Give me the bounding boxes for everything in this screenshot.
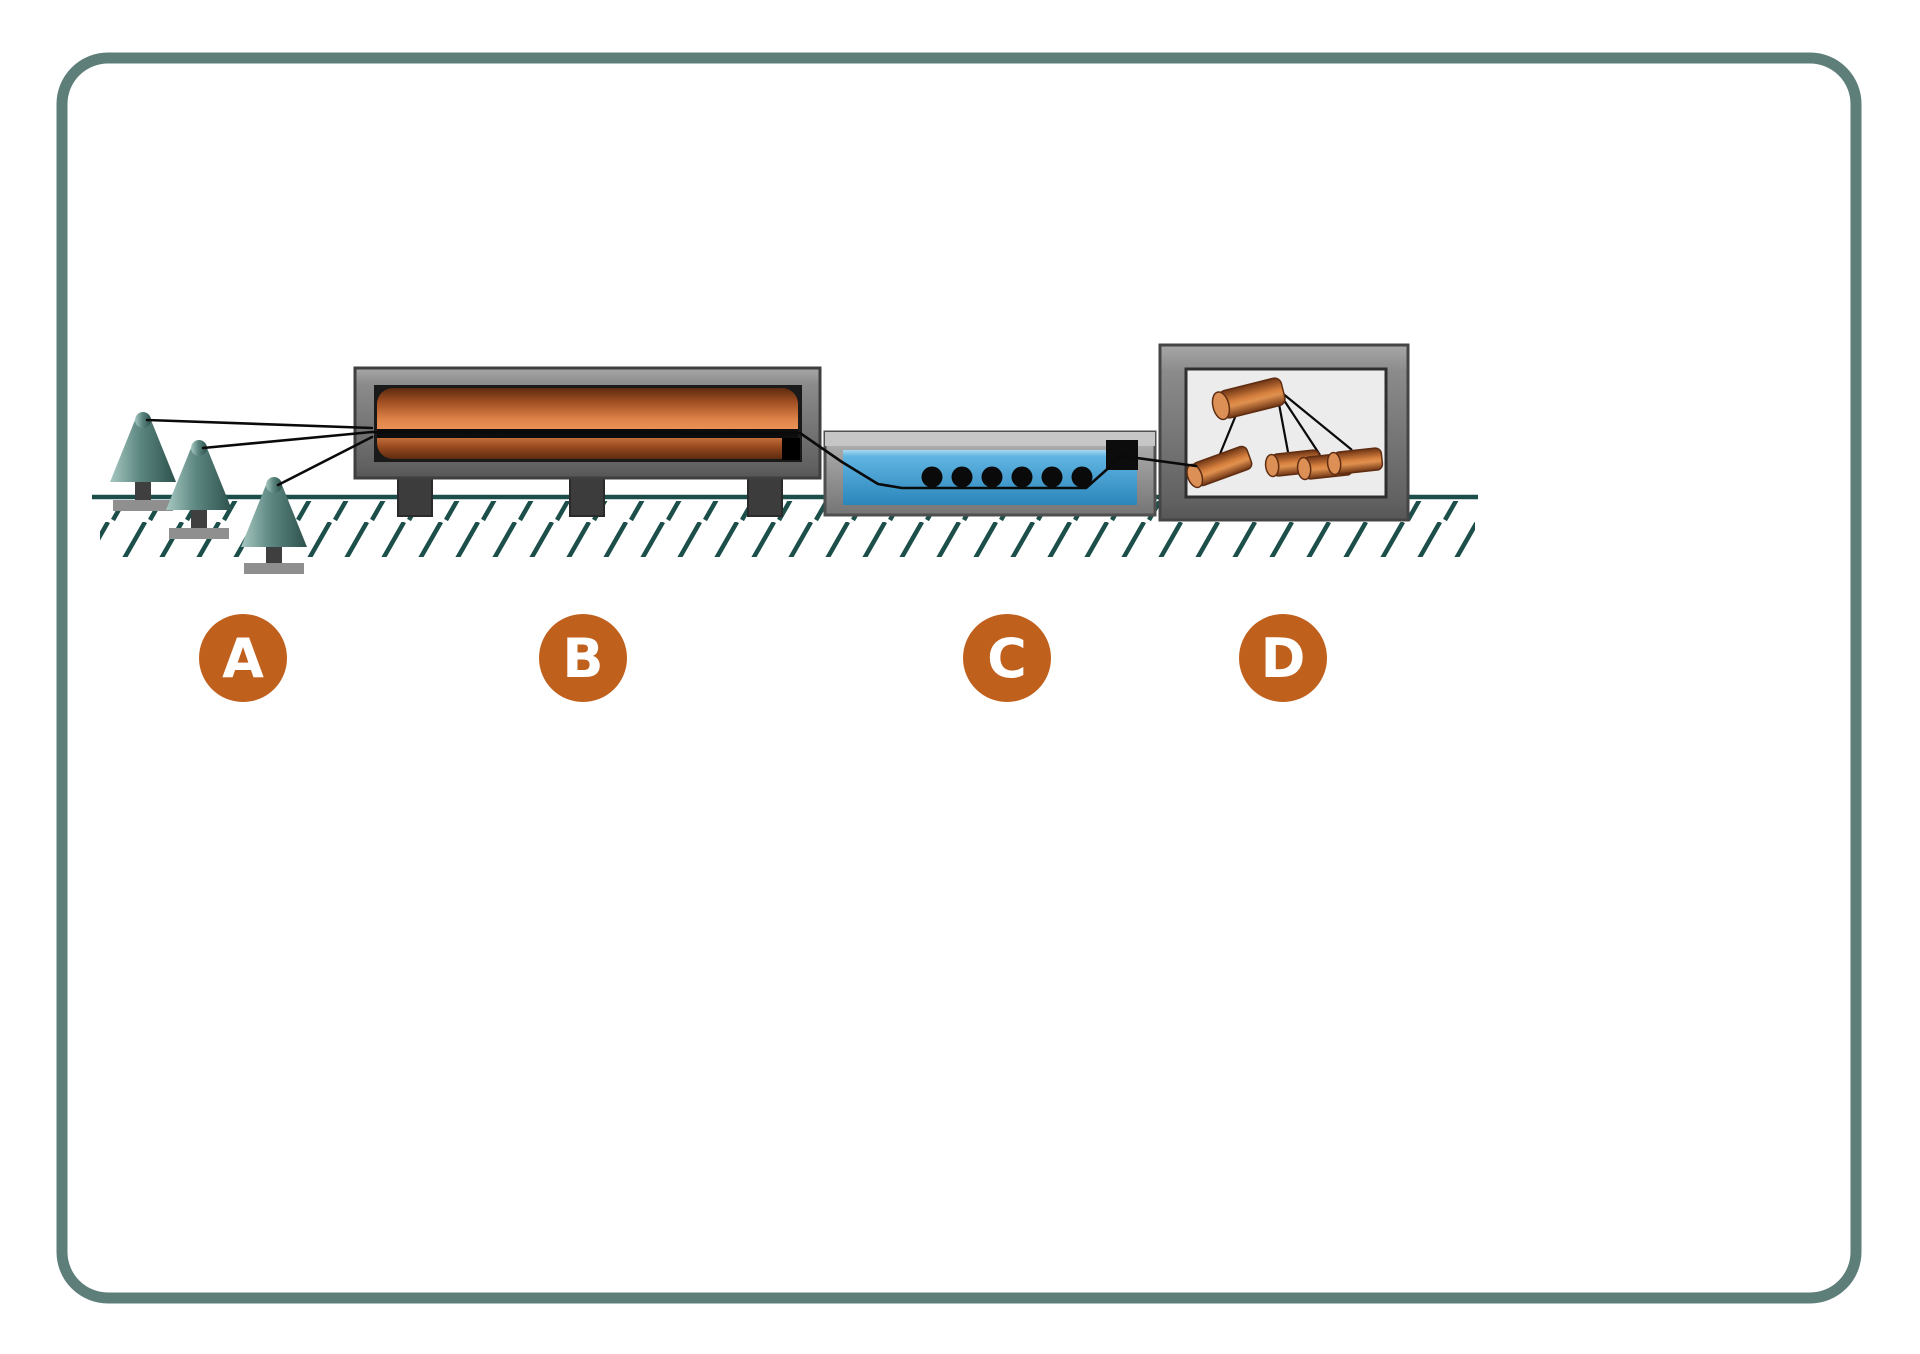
roller	[1041, 466, 1063, 488]
wire-through-furnace	[370, 430, 802, 435]
bath-rollers	[921, 466, 1093, 488]
cone-post	[266, 547, 282, 565]
furnace-heater-cylinder	[377, 388, 798, 459]
cone-base-plate	[113, 500, 173, 511]
payoff-cone	[166, 440, 232, 539]
string	[1275, 387, 1353, 451]
cone-body	[110, 420, 176, 482]
cone-tip	[135, 412, 151, 428]
payoff-cone	[241, 477, 307, 574]
wire-lines	[145, 418, 1198, 490]
wire-from-cone-3	[276, 435, 374, 487]
label-circle-d	[1239, 614, 1327, 702]
roller	[981, 466, 1003, 488]
figure-frame	[56, 52, 1862, 1304]
stage-label-a: A	[199, 614, 287, 702]
furnace-leg	[569, 477, 605, 517]
cone-tip	[191, 440, 207, 456]
label-circle-c	[963, 614, 1051, 702]
wire-from-cone-1	[145, 418, 374, 430]
cylinder-cap	[1264, 453, 1280, 478]
stage-d-collection-cabinet	[1158, 343, 1410, 522]
roller	[1011, 466, 1033, 488]
furnace-exit-guide	[782, 438, 800, 460]
label-letter-b: B	[562, 627, 603, 690]
label-letter-a: A	[222, 627, 264, 690]
furnace-leg	[747, 477, 783, 517]
spool-cylinder	[1186, 445, 1253, 489]
wire-from-cone-2	[201, 430, 374, 450]
cylinder-cap	[1211, 391, 1231, 421]
cone-post	[191, 510, 207, 530]
cylinder-cap	[1326, 451, 1342, 476]
label-letter-c: C	[987, 627, 1027, 690]
cone-body	[166, 448, 232, 510]
cone-post	[135, 482, 151, 502]
stage-labels: A B C D	[199, 614, 1327, 702]
stage-a-payoff-cones	[110, 412, 307, 574]
stage-label-b: B	[539, 614, 627, 702]
stage-label-c: C	[963, 614, 1051, 702]
stage-c-cooling-bath	[823, 430, 1157, 517]
roller	[951, 466, 973, 488]
cylinder-cap	[1296, 456, 1312, 481]
label-circle-a	[199, 614, 287, 702]
stage-label-d: D	[1239, 614, 1327, 702]
roller	[921, 466, 943, 488]
cone-base-plate	[169, 528, 229, 539]
furnace-leg	[397, 477, 433, 517]
cone-tip	[266, 477, 282, 493]
spool-cylinder	[1211, 377, 1286, 421]
bath-rim	[825, 432, 1155, 446]
spool-cylinder	[1326, 447, 1384, 476]
stage-b-furnace	[353, 366, 822, 517]
wire-bath-to-cabinet	[798, 431, 1198, 490]
label-circle-b	[539, 614, 627, 702]
roller	[1071, 466, 1093, 488]
cone-base-plate	[244, 563, 304, 574]
label-letter-d: D	[1261, 627, 1306, 690]
payoff-cone	[110, 412, 176, 511]
cone-body	[241, 485, 307, 547]
